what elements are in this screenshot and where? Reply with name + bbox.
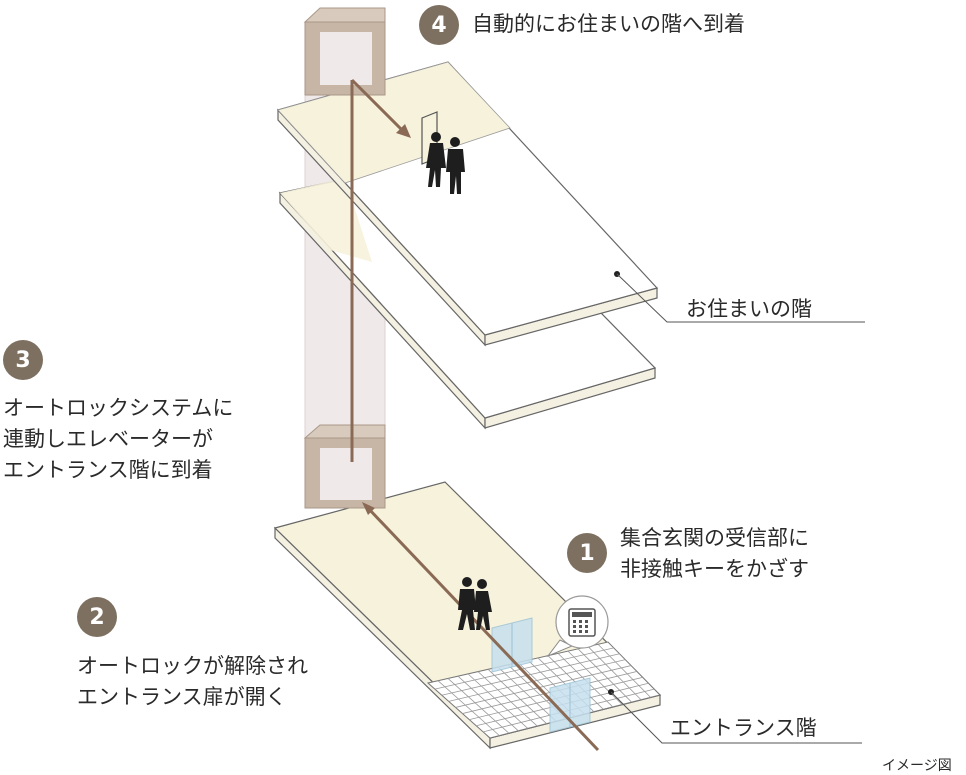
residents-silhouette-upper (426, 132, 465, 194)
step-1-badge: 1 (567, 533, 607, 573)
residence-label-leader (616, 273, 865, 323)
step-3-badge: 3 (3, 340, 43, 380)
residence-floor-label: お住まいの階 (686, 297, 812, 321)
entrance-label-leader (610, 691, 862, 744)
step-3-caption: オートロックシステムに 連動しエレベーターが エントランス階に到着 (3, 396, 234, 482)
step-1-caption: 集合玄関の受信部に 非接触キーをかざす (620, 526, 809, 581)
step-4-badge: 4 (419, 5, 459, 45)
entrance-path-arrowhead (362, 502, 375, 515)
entrance-path-line (365, 505, 600, 752)
step-2-badge: 2 (77, 597, 117, 637)
residents-silhouette-lower (458, 577, 492, 630)
residence-path-arrowhead (396, 124, 411, 138)
step-2-caption: オートロックが解除され エントランス扉が開く (77, 654, 308, 709)
step-4-caption: 自動的にお住まいの階へ到着 (472, 12, 745, 36)
entrance-floor-label: エントランス階 (670, 716, 817, 740)
entrance-tile-grid (434, 643, 655, 736)
image-note: イメージ図 (882, 758, 952, 774)
residence-path-line (350, 78, 404, 132)
